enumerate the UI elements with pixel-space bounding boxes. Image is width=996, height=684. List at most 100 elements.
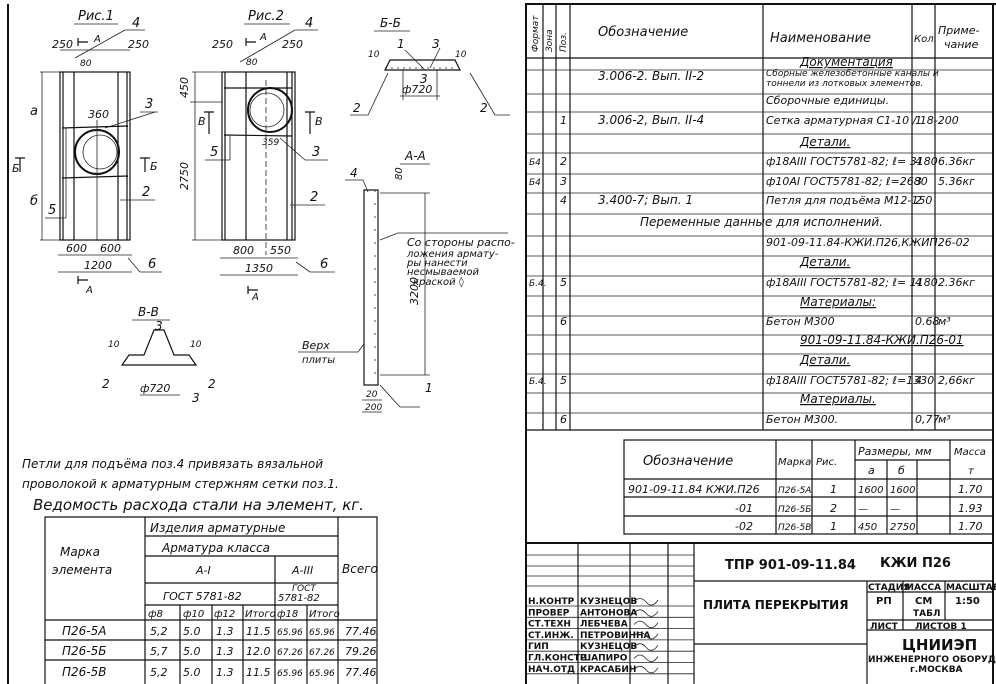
- spec-note: 2.36кг: [938, 276, 975, 289]
- spec-qty: 1: [915, 114, 922, 127]
- col-gost1: ГОСТ 5781-82: [163, 590, 242, 603]
- spec-note: м³: [938, 413, 951, 426]
- spec-name: Детали.: [799, 255, 850, 269]
- spec-designation: 3.400-7; Вып. 1: [598, 193, 693, 207]
- variant-a: 1600: [858, 485, 883, 496]
- spec-name: Документация: [799, 55, 893, 69]
- col-sizes: Размеры, мм: [858, 445, 932, 458]
- col-mark: Марка: [60, 545, 100, 559]
- variant-fig: 1: [830, 483, 837, 496]
- spec-designation: 3.006-2, Вып. II-4: [598, 113, 704, 127]
- pos-label: 3: [312, 145, 320, 160]
- col-note-2: чание: [944, 38, 979, 51]
- spec-note: м³: [938, 315, 951, 328]
- spec-name: Бетон М300: [766, 315, 835, 328]
- spec-name: 901-09-11.84-КЖИ.П26,КЖИП26-02: [766, 236, 970, 249]
- steel-value: 65.96: [309, 628, 335, 638]
- steel-mark: П26-5Б: [62, 644, 107, 658]
- signer-name: ШАПИРО: [580, 654, 628, 664]
- dim: 10: [190, 340, 202, 350]
- steel-value: 5.0: [183, 625, 201, 638]
- org-name-2: ИНЖЕНЕРНОГО ОБОРУДОВАНИЯ: [868, 655, 996, 665]
- spec-pos: 6: [560, 315, 567, 328]
- dim: 250: [282, 38, 303, 51]
- variant-mass: 1.93: [958, 502, 983, 515]
- steel-value: 5,7: [150, 645, 168, 658]
- spec-qty: 4: [915, 276, 922, 289]
- variant-mark: П26-5А: [778, 486, 811, 496]
- spec-name: Бетон М300.: [766, 413, 838, 426]
- signer-name: КУЗНЕЦОВ: [580, 597, 637, 607]
- dim: 359: [262, 138, 279, 148]
- scale-header: МАСШТАБ: [946, 583, 996, 593]
- section-b-b: Б-Б 10 10 ф720 1 3 3 2 2: [350, 16, 510, 116]
- steel-value: 67.26: [309, 648, 335, 658]
- steel-col-header: ф18: [277, 609, 298, 620]
- dim: 250: [52, 38, 73, 51]
- spec-qty: 0.68: [915, 315, 940, 328]
- mass-header: МАССА: [905, 583, 941, 593]
- variant-mark: П26-5Б: [778, 505, 811, 515]
- col-a1: А-I: [195, 564, 211, 577]
- spec-name: Детали.: [799, 353, 850, 367]
- spec-format: Б4: [529, 158, 541, 168]
- dim: 550: [270, 244, 291, 257]
- dim: ф720: [140, 382, 170, 395]
- variant-mass: 1.70: [958, 483, 983, 496]
- pos-label: 2: [208, 377, 216, 391]
- variant-b: —: [890, 504, 900, 515]
- note-line-1: Петли для подъёма поз.4 привязать вязаль…: [22, 457, 323, 471]
- spec-qty: 3: [915, 175, 922, 188]
- steel-mark: П26-5В: [62, 665, 107, 679]
- dim: 200: [365, 403, 382, 413]
- dim: 10: [108, 340, 120, 350]
- note-line: ложения армату-: [406, 249, 499, 260]
- col-a3: А-III: [291, 564, 313, 577]
- spec-qty: 4: [915, 155, 922, 168]
- variant-designation: -01: [735, 502, 753, 515]
- steel-value: 65.96: [277, 628, 303, 638]
- signer-role: НАЧ.ОТД: [528, 665, 575, 675]
- signature: [633, 620, 659, 629]
- spec-name: Детали.: [799, 135, 850, 149]
- spec-name: ф18АIII ГОСТ5781-82; ℓ= 3180: [766, 155, 938, 168]
- steel-value: 67.26: [277, 648, 303, 658]
- spec-note: 2,66кг: [938, 374, 975, 387]
- col-a: а: [868, 464, 875, 477]
- dim: 450: [178, 77, 191, 98]
- pos-label: 2: [102, 377, 110, 391]
- signer-role: ГЛ.КОНСТР: [528, 654, 587, 664]
- section-title: А-А: [404, 149, 426, 163]
- spec-format: Б.4.: [529, 377, 547, 387]
- cut-label: Б: [150, 160, 158, 173]
- dim: 360: [88, 108, 109, 121]
- col-gost3: ГОСТ: [292, 584, 317, 594]
- variant-fig: 1: [830, 520, 837, 533]
- steel-value: 79.26: [345, 645, 377, 658]
- dim: а: [30, 104, 38, 119]
- col-designation: Обозначение: [643, 454, 733, 469]
- steel-value: 12.0: [246, 645, 271, 658]
- note-line: несмываемой: [407, 267, 479, 278]
- pos-label: 3: [420, 72, 428, 86]
- section-a-a: А-А 80 3200 20 200 4 1 Со стороны распо-…: [298, 149, 515, 413]
- steel-table: Марка элемента Изделия арматурные Армату…: [44, 516, 378, 684]
- dim: 80: [394, 167, 405, 180]
- spec-pos: 4: [560, 194, 567, 207]
- col-designation: Обозначение: [598, 25, 688, 40]
- signer-name: КРАСАБИН: [580, 665, 636, 675]
- dim: ф720: [402, 83, 432, 96]
- spec-note: 6.36кг: [938, 155, 975, 168]
- variant-b: 1600: [890, 485, 915, 496]
- note-line: ры нанести: [406, 258, 468, 269]
- specification-table: Формат Зона Поз. Обозначение Наименовани…: [526, 4, 993, 431]
- sheet-label: ЛИСТ: [870, 622, 899, 632]
- signature: [633, 643, 659, 651]
- col-pos: Поз.: [559, 32, 569, 52]
- pos-label: 2: [310, 190, 318, 205]
- mass-value-2: ТАБЛ: [913, 609, 940, 619]
- spec-qty: 2: [915, 194, 922, 207]
- scale-value: 1:50: [955, 596, 980, 607]
- steel-value: 5,2: [150, 625, 168, 638]
- pos-label: 2: [353, 101, 361, 115]
